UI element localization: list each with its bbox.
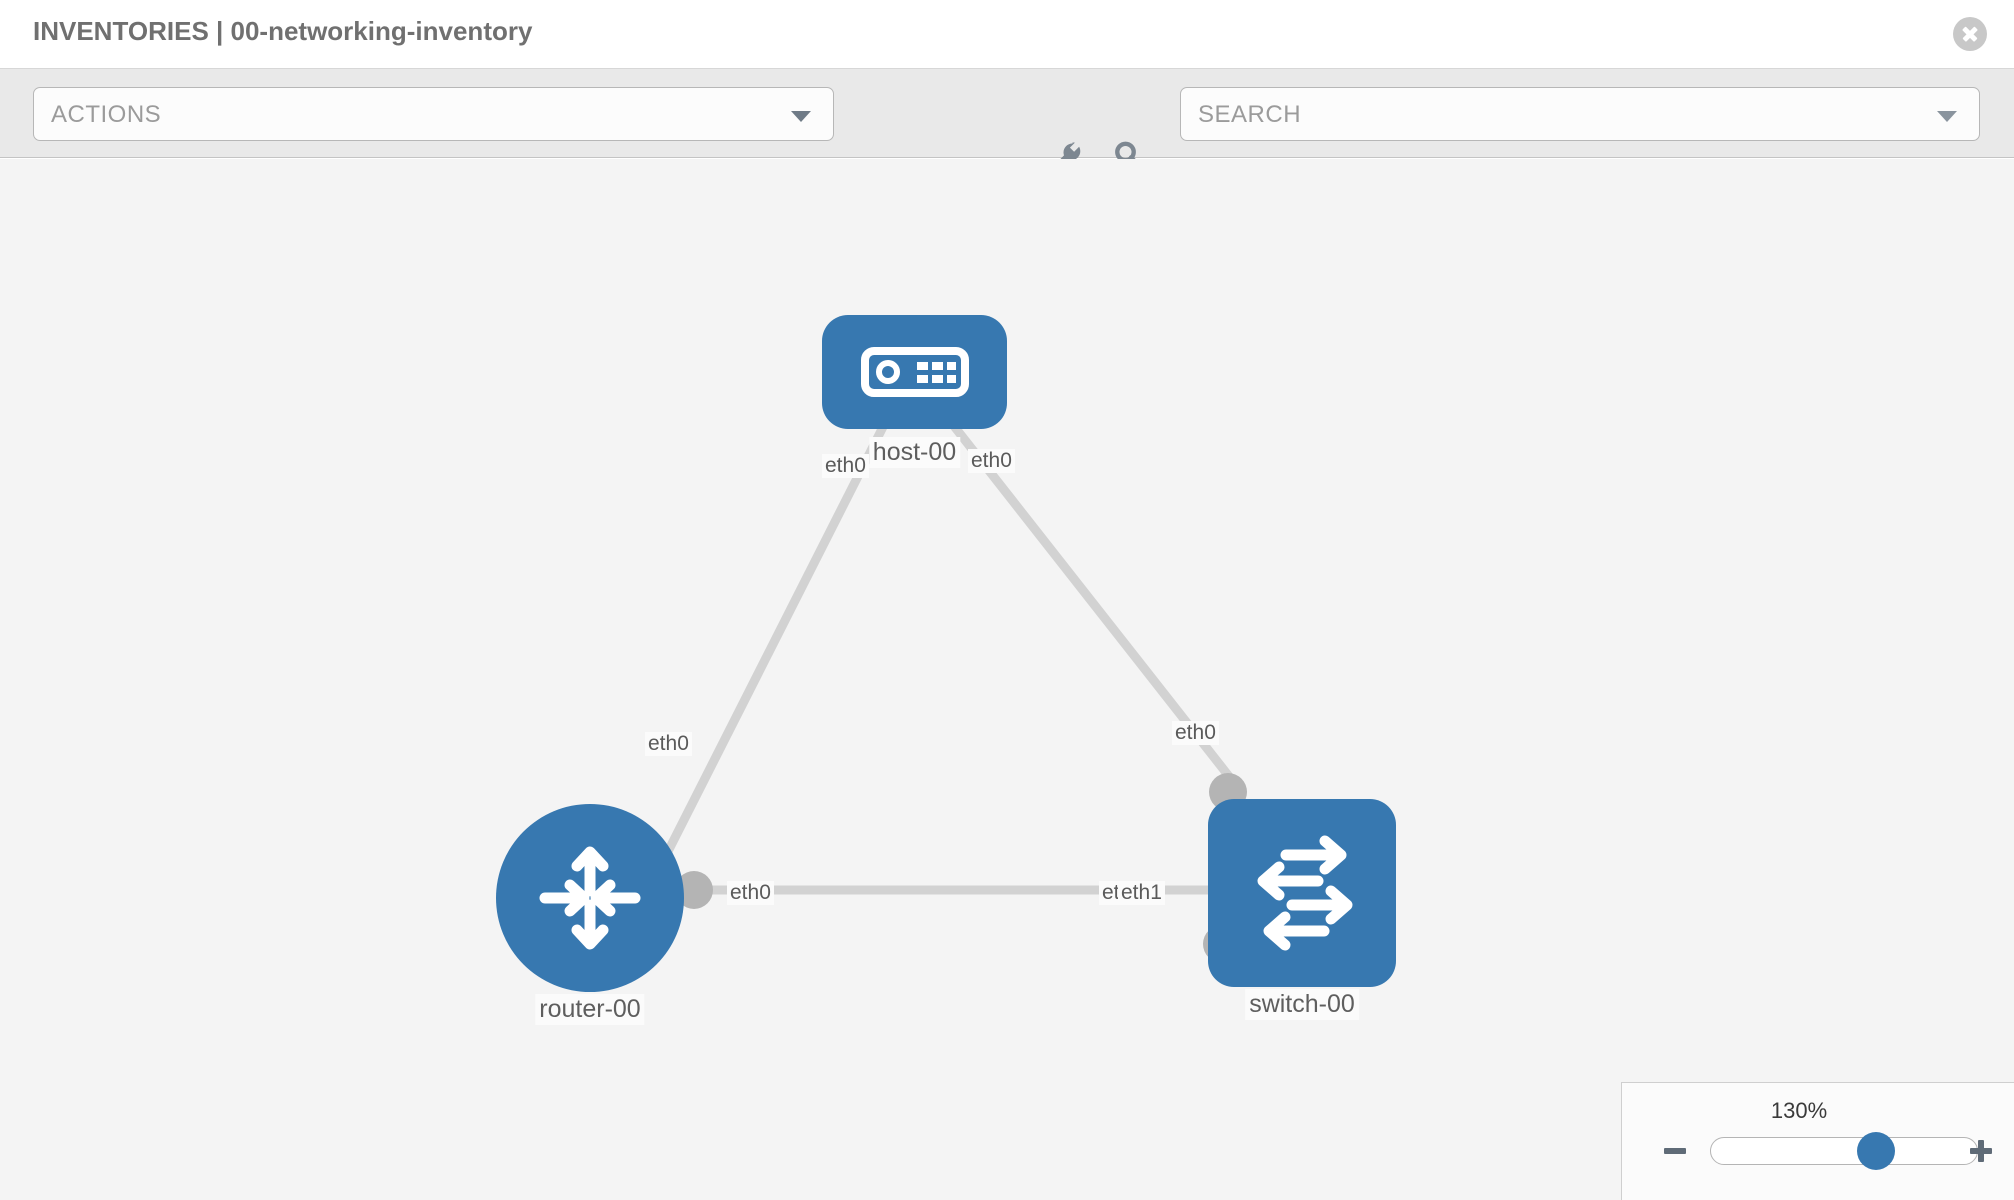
edge-label-host-right: eth0: [968, 449, 1015, 473]
zoom-out-button[interactable]: [1660, 1136, 1690, 1166]
page-title: INVENTORIES | 00-networking-inventory: [33, 16, 533, 46]
zoom-in-button[interactable]: [1966, 1136, 1996, 1166]
edge-label-host-left: eth0: [822, 454, 869, 478]
switch-arrows-icon: [1257, 835, 1353, 951]
router-arrows-icon: [539, 846, 641, 950]
topology-canvas[interactable]: host-00: [0, 159, 2014, 1200]
chevron-down-icon[interactable]: [1937, 111, 1957, 122]
node-host-00[interactable]: host-00: [822, 315, 1007, 515]
zoom-control-panel: 130%: [1621, 1082, 2014, 1200]
node-switch-00-shape[interactable]: [1208, 799, 1396, 987]
zoom-slider-track[interactable]: [1710, 1132, 1978, 1170]
toolbar: ACTIONS SEARCH: [0, 69, 2014, 174]
node-router-00-label: router-00: [535, 994, 645, 1025]
topology-edges: [645, 418, 1239, 895]
page-header: INVENTORIES | 00-networking-inventory: [0, 0, 2014, 69]
node-router-00[interactable]: router-00: [496, 804, 684, 1025]
server-icon: [860, 347, 969, 397]
node-switch-00-label: switch-00: [1245, 989, 1359, 1020]
node-switch-00[interactable]: switch-00: [1208, 799, 1396, 1020]
zoom-slider-thumb[interactable]: [1856, 1132, 1895, 1170]
edge-label-switch-left: eth1: [1118, 881, 1165, 905]
search-placeholder: SEARCH: [1198, 101, 1302, 128]
node-host-00-shape[interactable]: [822, 315, 1007, 429]
edge-label-router-up: eth0: [645, 732, 692, 756]
edge-label-router-right: eth0: [727, 881, 774, 905]
search-input[interactable]: SEARCH: [1180, 87, 1980, 141]
node-host-00-label: host-00: [868, 437, 961, 468]
edge-host-router: [645, 418, 891, 890]
topology-graph: host-00: [0, 159, 2014, 1200]
close-icon[interactable]: [1953, 17, 1987, 51]
chevron-down-icon: [791, 111, 811, 122]
node-router-00-shape[interactable]: [496, 804, 684, 992]
actions-dropdown[interactable]: ACTIONS: [33, 87, 834, 141]
edge-label-switch-up: eth0: [1172, 721, 1219, 745]
actions-dropdown-label: ACTIONS: [51, 101, 162, 128]
zoom-level-label: 130%: [1770, 1098, 1828, 1123]
